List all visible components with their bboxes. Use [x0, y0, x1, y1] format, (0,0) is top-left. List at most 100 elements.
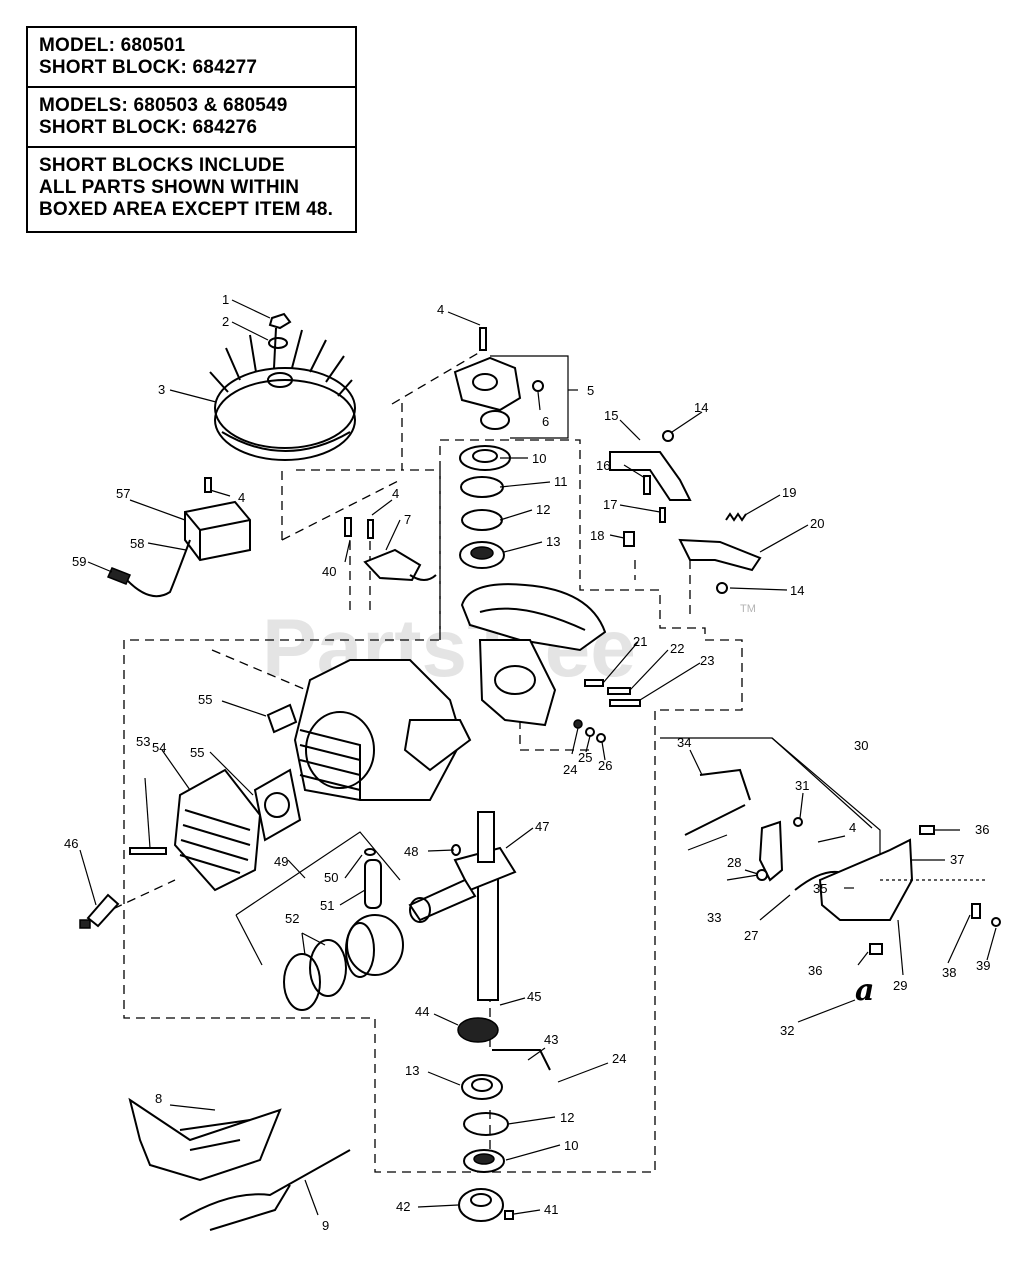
callout-43: 43	[544, 1032, 558, 1047]
nut-14a	[662, 430, 674, 442]
callout-48: 48	[404, 844, 418, 859]
callout-52: 52	[285, 911, 299, 926]
callout-36a: 36	[975, 822, 989, 837]
callout-18: 18	[590, 528, 604, 543]
throttle-bracket	[609, 451, 692, 501]
callout-labels: 1 2 3 4 4 4 4 5 6 7 8 9 10 10 11 12 12 1…	[64, 292, 990, 1233]
callout-23: 23	[700, 653, 714, 668]
bracket-49	[235, 831, 401, 916]
pin-clip	[364, 848, 376, 856]
models-line: MODELS: 680503 & 680549	[39, 95, 288, 116]
crankshaft	[408, 811, 517, 1001]
callout-24b: 24	[612, 1051, 626, 1066]
callout-5: 5	[587, 383, 594, 398]
callout-55b: 55	[190, 745, 204, 760]
spring-27	[794, 870, 839, 891]
callout-4a: 4	[437, 302, 444, 317]
callout-10b: 10	[564, 1138, 578, 1153]
governor-lever	[684, 768, 803, 882]
callout-33: 33	[707, 910, 721, 925]
seal-rings-stack-top	[459, 445, 511, 569]
wiring-harness-a	[128, 1097, 282, 1182]
callout-20: 20	[810, 516, 824, 531]
callout-11: 11	[554, 474, 568, 489]
callout-22: 22	[670, 641, 684, 656]
callout-10a: 10	[532, 451, 546, 466]
callout-30: 30	[854, 738, 868, 753]
control-plate-20	[678, 538, 762, 572]
callout-13b: 13	[405, 1063, 419, 1078]
callout-9: 9	[322, 1218, 329, 1233]
callout-2: 2	[222, 314, 229, 329]
callout-28: 28	[727, 855, 741, 870]
callout-47: 47	[535, 819, 549, 834]
screw-36a	[919, 825, 935, 835]
callout-4c: 4	[392, 486, 399, 501]
brake-assembly	[453, 327, 544, 430]
leader-lines	[79, 299, 997, 1216]
intake-gasket	[266, 703, 298, 734]
screw-36b	[869, 943, 883, 955]
callout-53: 53	[136, 734, 150, 749]
callout-54: 54	[152, 740, 166, 755]
callout-3: 3	[158, 382, 165, 397]
callout-13a: 13	[546, 534, 560, 549]
callout-31: 31	[795, 778, 809, 793]
cylinder-head	[173, 768, 262, 892]
callout-12a: 12	[536, 502, 550, 517]
callout-59: 59	[72, 554, 86, 569]
callout-14a: 14	[694, 400, 708, 415]
callout-50: 50	[324, 870, 338, 885]
nut-14b	[716, 582, 728, 594]
callout-51: 51	[320, 898, 334, 913]
callout-46: 46	[64, 836, 78, 851]
callout-27: 27	[744, 928, 758, 943]
flywheel	[209, 327, 356, 461]
callout-25: 25	[578, 750, 592, 765]
callout-37: 37	[950, 852, 964, 867]
crankcase-cover	[460, 583, 607, 727]
callout-7: 7	[404, 512, 411, 527]
short-block-note: SHORT BLOCKS INCLUDE ALL PARTS SHOWN WIT…	[28, 148, 355, 231]
spring-19	[725, 512, 747, 522]
gov-shaft	[492, 1049, 551, 1071]
callout-32: 32	[780, 1023, 794, 1038]
callout-45: 45	[527, 989, 541, 1004]
head-bolt	[129, 847, 167, 855]
parts-38-39	[971, 903, 1001, 927]
callout-14b: 14	[790, 583, 804, 598]
screw-16	[643, 475, 651, 495]
callout-41: 41	[544, 1202, 558, 1217]
callout-21: 21	[633, 634, 647, 649]
callout-36b: 36	[808, 963, 822, 978]
callout-12b: 12	[560, 1110, 574, 1125]
key	[504, 1210, 514, 1220]
bracket-49b	[235, 914, 263, 966]
nut	[268, 312, 292, 330]
callout-42: 42	[396, 1199, 410, 1214]
callout-17: 17	[603, 497, 617, 512]
callout-49: 49	[274, 854, 288, 869]
wiring-harness-b	[179, 1149, 351, 1231]
short-block-line-2: SHORT BLOCK: 684276	[39, 117, 258, 138]
bracket-5	[490, 355, 569, 439]
callout-40: 40	[322, 564, 336, 579]
callout-39: 39	[976, 958, 990, 973]
washer	[268, 337, 288, 349]
callout-44: 44	[415, 1004, 429, 1019]
model-section: MODEL: 680501 SHORT BLOCK: 684277	[28, 28, 355, 88]
callout-57: 57	[116, 486, 130, 501]
callout-38: 38	[942, 965, 956, 980]
callout-19: 19	[782, 485, 796, 500]
model-info-box: MODEL: 680501 SHORT BLOCK: 684277 MODELS…	[26, 26, 357, 233]
cylinder-block	[293, 659, 472, 801]
callout-16: 16	[596, 458, 610, 473]
bracket-30b	[771, 737, 873, 829]
handwritten-mark: a	[855, 973, 874, 1008]
screw-18	[623, 531, 635, 547]
piston-rings	[283, 939, 347, 1011]
models-section: MODELS: 680503 & 680549 SHORT BLOCK: 684…	[28, 88, 355, 148]
lower-seal-stack	[458, 1074, 509, 1222]
head-gasket	[253, 768, 302, 842]
